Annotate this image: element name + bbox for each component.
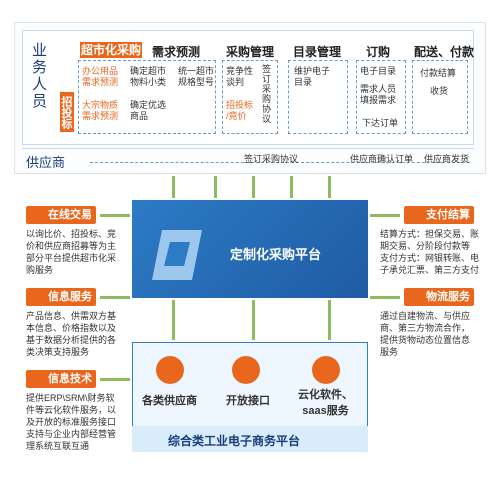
bottom-platform-bar [132,426,368,452]
monitor-icon [312,356,340,384]
arrow-mid-1 [172,300,175,340]
tech-line-3: 及开放的标准服务接口 [26,417,117,427]
arrow-right-1 [370,214,400,217]
place-order-text: 下达订单 [362,118,399,128]
log-line-1: 通过自建物流、与供应 [380,311,471,321]
info-service-button: 信息服务 [26,288,96,306]
online-trade-desc: 以询比价、招投标、竞 价和供应商招募等为主 部分平台提供超市化采 购服务 [26,228,130,276]
logistics-desc: 通过自建物流、与供应 商、第三方物流合作， 提供货物动态位置信息 服务 [380,310,486,358]
order-box [356,60,406,134]
online-trade-label: 在线交易 [48,209,92,221]
pay-line-1: 结算方式：担保交易、账 [380,229,480,239]
info-line-2: 本信息、价格指数以及 [26,323,117,333]
arrow-left-2 [100,296,130,299]
supplier-timeline [90,162,470,163]
bottom-platform-title: 综合类工业电子商务平台 [168,434,301,448]
bid-price-text: 招投标 /竞价 [226,100,254,121]
catalog-header: 目录管理 [293,45,342,59]
pay-line-3: 支付方式：网银转账、电 [380,253,480,263]
office-demand-text: 办公用品 需求预测 [82,66,119,87]
info-service-desc: 产品信息、供需双方基 本信息、价格指数以及 基于数据分析提供的各 类决策支持服务 [26,310,130,358]
arrow-right-2 [370,296,400,299]
e-catalog-text: 电子目录 [360,66,397,76]
procurement-header: 采购管理 [226,45,275,59]
online-line-3: 部分平台提供超市化采 [26,253,117,263]
info-tech-button: 信息技术 [26,370,96,388]
tech-line-1: 提供ERP\SRM\财务软 [26,393,115,403]
arrow-left-3 [100,378,130,381]
supplier-confirm-text: 供应商确认订单 [350,154,414,164]
custom-procurement-platform [132,200,368,298]
payment-label: 支付结算 [426,209,470,221]
info-service-label: 信息服务 [48,291,92,303]
arrow-up-1 [172,176,175,198]
arrow-up-5 [328,176,331,198]
receive-text: 收货 [430,86,449,96]
arrow-up-4 [290,176,293,198]
info-line-1: 产品信息、供需双方基 [26,311,117,321]
log-line-2: 商、第三方物流合作， [380,323,471,333]
feature-suppliers: 各类供应商 [142,395,197,407]
tech-line-5: 理系统互联互通 [26,441,90,451]
procurement-box [222,60,278,134]
online-line-1: 以询比价、招投标、竞 [26,229,117,239]
tech-line-2: 件等云化软件服务，以 [26,405,117,415]
catalog-box [288,60,348,134]
supplier-sign-text: 签订采购协议 [244,154,299,164]
logistics-button: 物流服务 [404,288,474,306]
tech-line-4: 支持与企业内部经营管 [26,429,117,439]
demand-forecast-header: 需求预测 [152,45,201,59]
role-business-label: 业务人员 [30,42,47,110]
online-line-4: 购服务 [26,265,54,275]
arrow-up-2 [214,176,217,198]
log-line-3: 提供货物动态位置信息 [380,335,471,345]
arrow-mid-3 [328,300,331,340]
platform-title: 定制化采购平台 [230,247,322,262]
online-line-2: 价和供应商招募等为主 [26,241,117,251]
fill-demand-text: 需求人员 填报需求 [360,84,397,105]
online-trade-button: 在线交易 [26,206,96,224]
delivery-pay-header: 配送、付款 [414,45,475,59]
info-line-3: 基于数据分析提供的各 [26,335,117,345]
pay-line-2: 期交易、分阶段付款等 [380,241,471,251]
pay-line-4: 子承兑汇票、第三方支付 [380,265,480,275]
payment-button: 支付结算 [404,206,474,224]
confirm-goods-text: 确定优选 商品 [130,100,167,121]
bulk-demand-text: 大宗物质 需求预测 [82,100,119,121]
info-line-4: 类决策支持服务 [26,347,90,357]
maintain-catalog-text: 维护电子 目录 [294,66,331,87]
pay-settle-text: 付款结算 [420,68,457,78]
arrow-left-1 [100,214,130,217]
arrow-up-3 [252,176,255,198]
feature-cloud-saas: 云化软件、 saas服务 [298,389,353,417]
sign-agreement-vertical: 签 订 采 购 协 议 [262,64,272,124]
role-supplier-label: 供应商 [26,155,66,170]
feature-open-api: 开放接口 [226,395,270,407]
info-tech-label: 信息技术 [48,373,92,385]
demand-box [78,60,216,134]
supermarket-tag: 超市化采购 [80,42,142,58]
confirm-category-text: 确定超市 物料小类 [130,66,167,87]
delivery-pay-box [412,60,468,134]
order-header: 订购 [366,45,391,59]
bidding-tag: 招投标 [60,92,74,132]
payment-desc: 结算方式：担保交易、账 期交易、分阶段付款等 支付方式：网银转账、电 子承兑汇票… [380,228,486,276]
logistics-label: 物流服务 [426,291,470,303]
unified-spec-text: 统一超市 规格型号 [178,66,215,87]
info-tech-desc: 提供ERP\SRM\财务软 件等云化软件服务，以 及开放的标准服务接口 支持与企… [26,392,130,452]
link-icon [156,356,184,384]
plug-icon [232,356,260,384]
arrow-mid-2 [252,300,255,340]
supplier-row [22,148,474,170]
platform-logo-icon [152,230,202,280]
log-line-4: 服务 [380,347,399,357]
competitive-text: 竞争性 谈判 [226,66,254,87]
supplier-ship-text: 供应商发货 [424,154,470,164]
